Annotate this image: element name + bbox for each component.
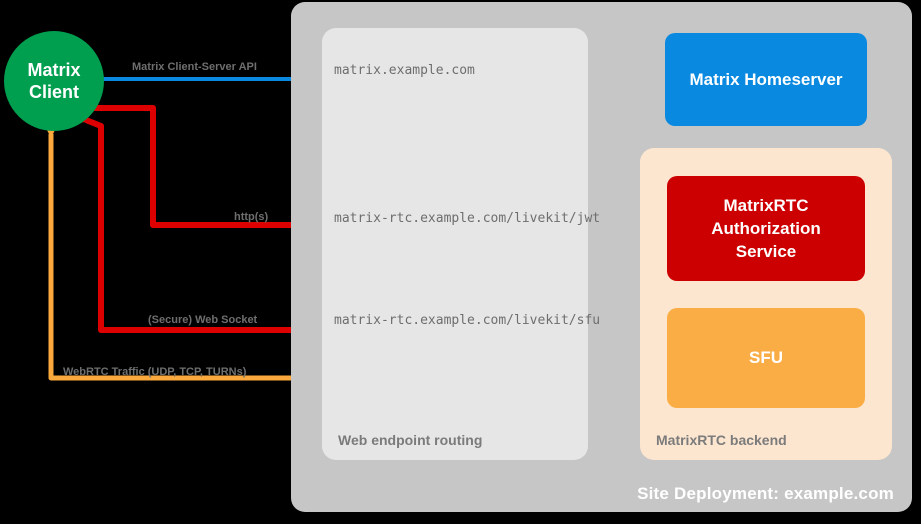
site-deployment-label: Site Deployment: example.com bbox=[637, 484, 894, 503]
matrixrtc-authorization-service-box[interactable]: MatrixRTC Authorization Service bbox=[667, 176, 865, 281]
matrix-homeserver-label: Matrix Homeserver bbox=[689, 69, 843, 89]
edge-label-webrtc-traffic: WebRTC Traffic (UDP, TCP, TURNs) bbox=[63, 366, 247, 378]
url-label-matrix-example-com: matrix.example.com bbox=[334, 63, 475, 78]
web-endpoint-routing-panel: Web endpoint routing bbox=[322, 28, 588, 460]
matrix-homeserver-box[interactable]: Matrix Homeserver bbox=[665, 33, 867, 126]
url-label-livekit-sfu: matrix-rtc.example.com/livekit/sfu bbox=[334, 313, 601, 328]
matrix-client-label: Matrix Client bbox=[4, 31, 104, 131]
matrixrtc-backend-label: MatrixRTC backend bbox=[656, 432, 787, 448]
edge-label-client-server-api: Matrix Client-Server API bbox=[132, 61, 257, 73]
edge-label-websocket: (Secure) Web Socket bbox=[148, 314, 258, 326]
web-endpoint-routing-label: Web endpoint routing bbox=[338, 432, 483, 448]
edge-label-http: http(s) bbox=[234, 211, 269, 223]
matrix-client-label-line1: Matrix bbox=[27, 60, 81, 80]
sfu-label: SFU bbox=[749, 348, 783, 367]
matrixrtc-authorization-service-label: MatrixRTC Authorization Service bbox=[711, 196, 821, 261]
sfu-box[interactable]: SFU bbox=[667, 308, 865, 408]
url-label-livekit-jwt: matrix-rtc.example.com/livekit/jwt bbox=[334, 211, 601, 226]
matrix-client-label-line2: Client bbox=[28, 82, 79, 102]
